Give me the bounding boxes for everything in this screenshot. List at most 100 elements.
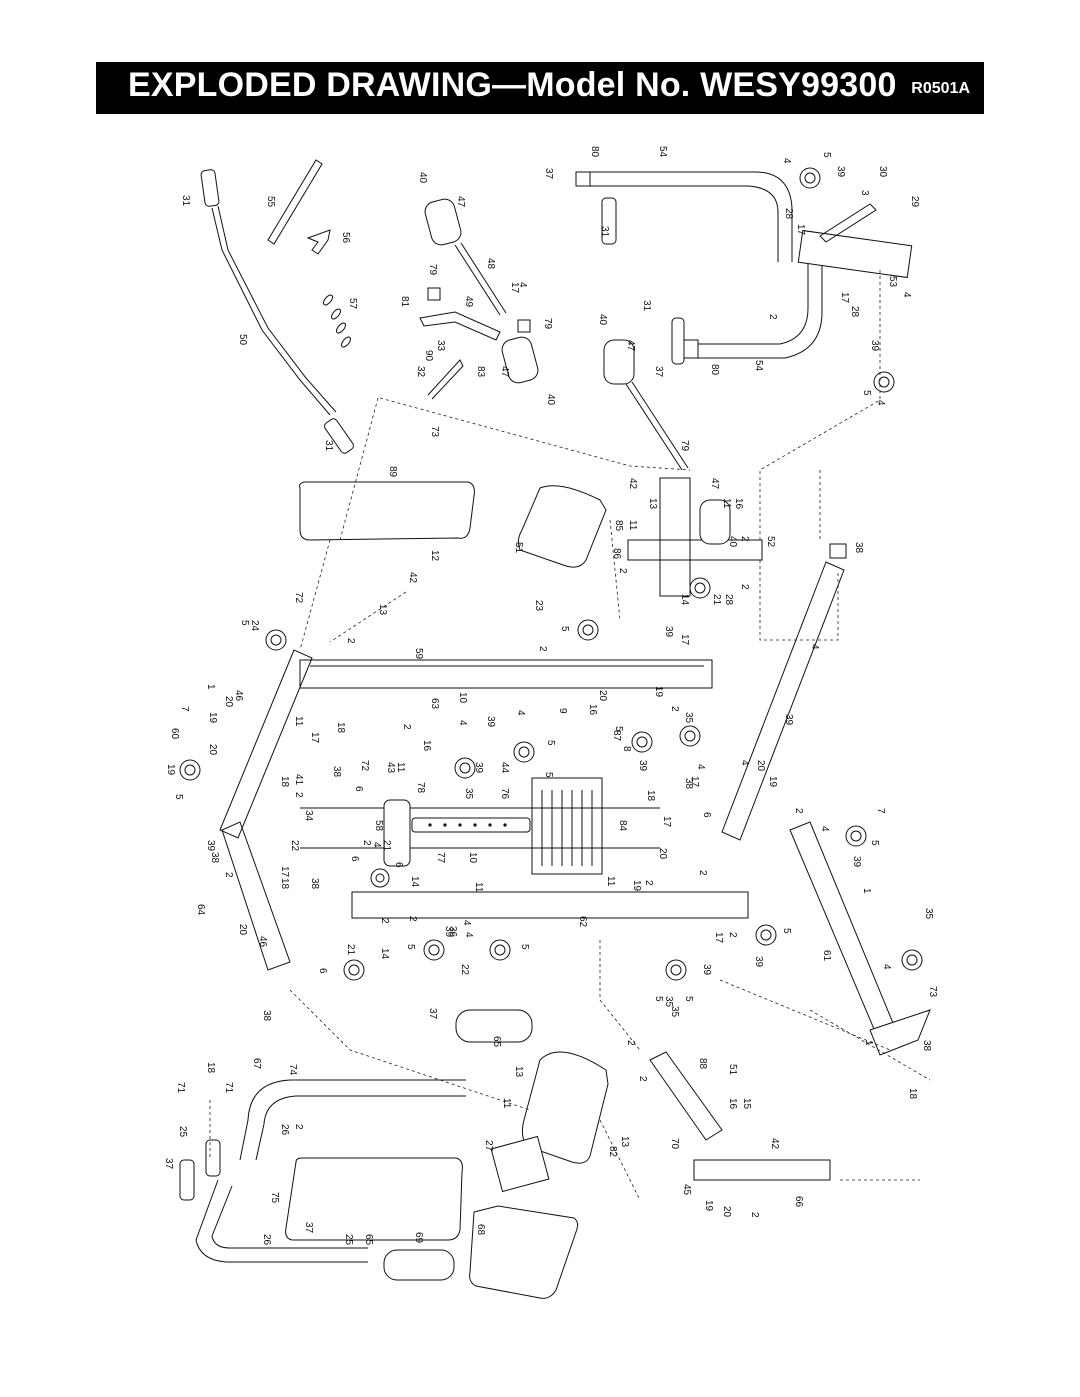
callout: 1 [861, 888, 872, 894]
callout: 81 [399, 296, 410, 308]
callout: 42 [627, 478, 638, 490]
callout: 38 [331, 766, 342, 778]
callout: 20 [657, 848, 668, 860]
callout: 35 [923, 908, 934, 920]
callout: 42 [407, 572, 418, 584]
callout: 31 [180, 195, 191, 207]
callout: 5 [861, 390, 872, 396]
callout: 66 [793, 1196, 804, 1208]
callout: 20 [237, 924, 248, 936]
callout: 32 [415, 366, 426, 378]
callout: 79 [542, 318, 553, 330]
callout: 2 [625, 1040, 636, 1046]
callout: 55 [265, 196, 276, 208]
callout: 39 [783, 714, 794, 726]
callout: 2 [401, 724, 412, 730]
callout: 37 [653, 366, 664, 378]
callout: 6 [701, 812, 712, 818]
callout: 31 [599, 226, 610, 238]
callout: 51 [727, 1064, 738, 1076]
callout: 25 [343, 1234, 354, 1246]
callout: 5 [545, 740, 556, 746]
callout: 5 [405, 944, 416, 950]
callout: 20 [755, 760, 766, 772]
callout: 19 [207, 712, 218, 724]
callout: 53 [887, 276, 898, 288]
callout: 67 [251, 1058, 262, 1070]
callout: 56 [340, 232, 351, 244]
callout: 19 [767, 776, 778, 788]
callout: 39 [851, 856, 862, 868]
callout: 18 [645, 790, 656, 802]
callout: 9 [557, 708, 568, 714]
callout: 2 [637, 1076, 648, 1082]
callout: 47 [455, 196, 466, 208]
callout: 19 [165, 764, 176, 776]
callout: 18 [205, 1062, 216, 1074]
callout: 68 [475, 1224, 486, 1236]
callout: 4 [881, 964, 892, 970]
callout: 6 [317, 968, 328, 974]
callout: 77 [435, 852, 446, 864]
upper-left-handle-bar [200, 159, 354, 454]
callout: 17 [795, 224, 806, 236]
callout: 79 [427, 264, 438, 276]
callout: 13 [377, 604, 388, 616]
callout: 23 [533, 600, 544, 612]
callout: 63 [429, 698, 440, 710]
revision-code: R0501A [911, 80, 970, 97]
callout: 83 [475, 366, 486, 378]
callout: 39 [701, 964, 712, 976]
callout: 5 [613, 726, 624, 732]
callout: 48 [485, 258, 496, 270]
callout: 37 [163, 1158, 174, 1170]
callout: 2 [739, 584, 750, 590]
callout: 30 [877, 166, 888, 178]
callout: 7 [875, 808, 886, 814]
callout: 78 [415, 782, 426, 794]
callout: 16 [733, 498, 744, 510]
callout: 87 [611, 730, 622, 742]
callout: 64 [195, 904, 206, 916]
callout: 28 [723, 594, 734, 606]
callout: 11 [293, 716, 304, 727]
main-frame [179, 477, 931, 1263]
callout: 39 [663, 626, 674, 638]
callout: 4 [517, 282, 528, 288]
callout: 17 [839, 292, 850, 304]
callout: 2 [727, 932, 738, 938]
callout: 15 [741, 1098, 752, 1110]
callout: 33 [435, 340, 446, 352]
callout: 37 [427, 1008, 438, 1020]
callout: 35 [683, 712, 694, 724]
callout: 8 [621, 746, 632, 752]
callout: 6 [353, 786, 364, 792]
callout: 20 [207, 744, 218, 756]
callout: 65 [491, 1036, 502, 1048]
callout: 20 [597, 690, 608, 702]
callout: 82 [607, 1146, 618, 1158]
callout: 2 [669, 706, 680, 712]
callout: 35 [663, 996, 674, 1008]
callout: 16 [727, 1098, 738, 1110]
callout: 2 [379, 918, 390, 924]
callout: 12 [429, 550, 440, 562]
callout: 19 [631, 880, 642, 892]
callout: 17 [689, 776, 700, 788]
callout: 84 [617, 820, 628, 832]
callout: 4 [515, 710, 526, 716]
callout: 90 [423, 350, 434, 362]
callout: 4 [371, 842, 382, 848]
callout: 19 [703, 1200, 714, 1212]
callout: 17 [509, 282, 520, 294]
page-title: EXPLODED DRAWING—Model No. WESY99300 [128, 66, 897, 104]
callout: 5 [683, 996, 694, 1002]
callout: 40 [417, 172, 428, 184]
callout: 18 [279, 776, 290, 788]
callout: 4 [901, 292, 912, 298]
callout: 88 [697, 1058, 708, 1070]
callout: 21 [711, 594, 722, 606]
callout: 22 [459, 964, 470, 976]
callout: 14 [679, 594, 690, 606]
callout: 59 [413, 648, 424, 660]
